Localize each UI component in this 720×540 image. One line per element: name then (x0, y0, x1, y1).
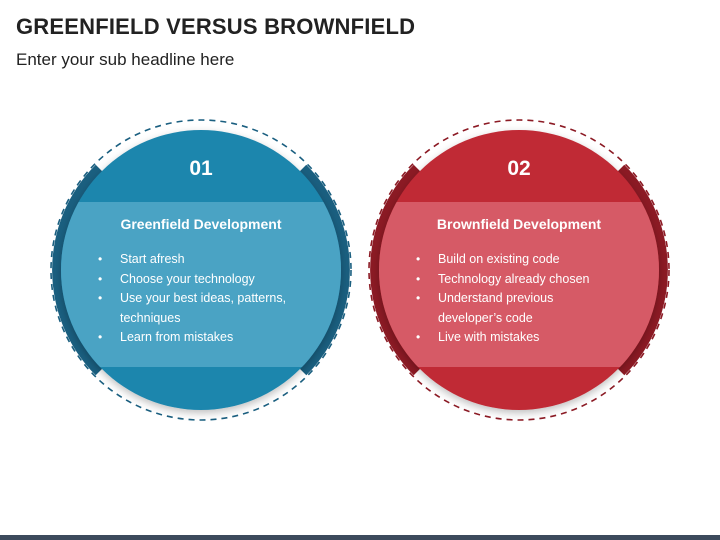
card-1-left-arc (52, 164, 105, 376)
card-1-bullet: Choose your technology (96, 270, 296, 290)
card-2-bullet-continued: developer’s code (438, 310, 533, 325)
card-1-right-arc (297, 164, 350, 376)
card-1-heading: Greenfield Development (120, 216, 282, 232)
card-1-bullet-continued: techniques (120, 310, 181, 325)
card-2-right-arc (615, 164, 668, 376)
footer-bar (0, 535, 720, 540)
card-1-bullet: Start afresh (96, 250, 296, 270)
card-1-bullet: Learn from mistakes (96, 328, 296, 348)
card-2-bullet: Live with mistakes (414, 328, 614, 348)
card-2-number: 02 (507, 157, 531, 180)
card-2-bullet: Build on existing code (414, 250, 614, 270)
card-1-number: 01 (189, 157, 213, 180)
card-2-bullet-list: Build on existing code Technology alread… (414, 250, 614, 348)
card-2-left-arc (370, 164, 423, 376)
card-1-bullet-list: Start afresh Choose your technology Use … (96, 250, 296, 348)
slide-subtitle: Enter your sub headline here (16, 50, 235, 69)
card-2-bullet: Understand previous (414, 289, 614, 309)
card-1-dashed-ring (50, 119, 352, 421)
card-2-heading: Brownfield Development (436, 216, 602, 232)
card-2-bullet: Technology already chosen (414, 270, 614, 290)
slide-title: GREENFIELD VERSUS BROWNFIELD (16, 14, 416, 39)
card-2-dashed-ring (368, 119, 670, 421)
card-1-bullet: Use your best ideas, patterns, (96, 289, 296, 309)
